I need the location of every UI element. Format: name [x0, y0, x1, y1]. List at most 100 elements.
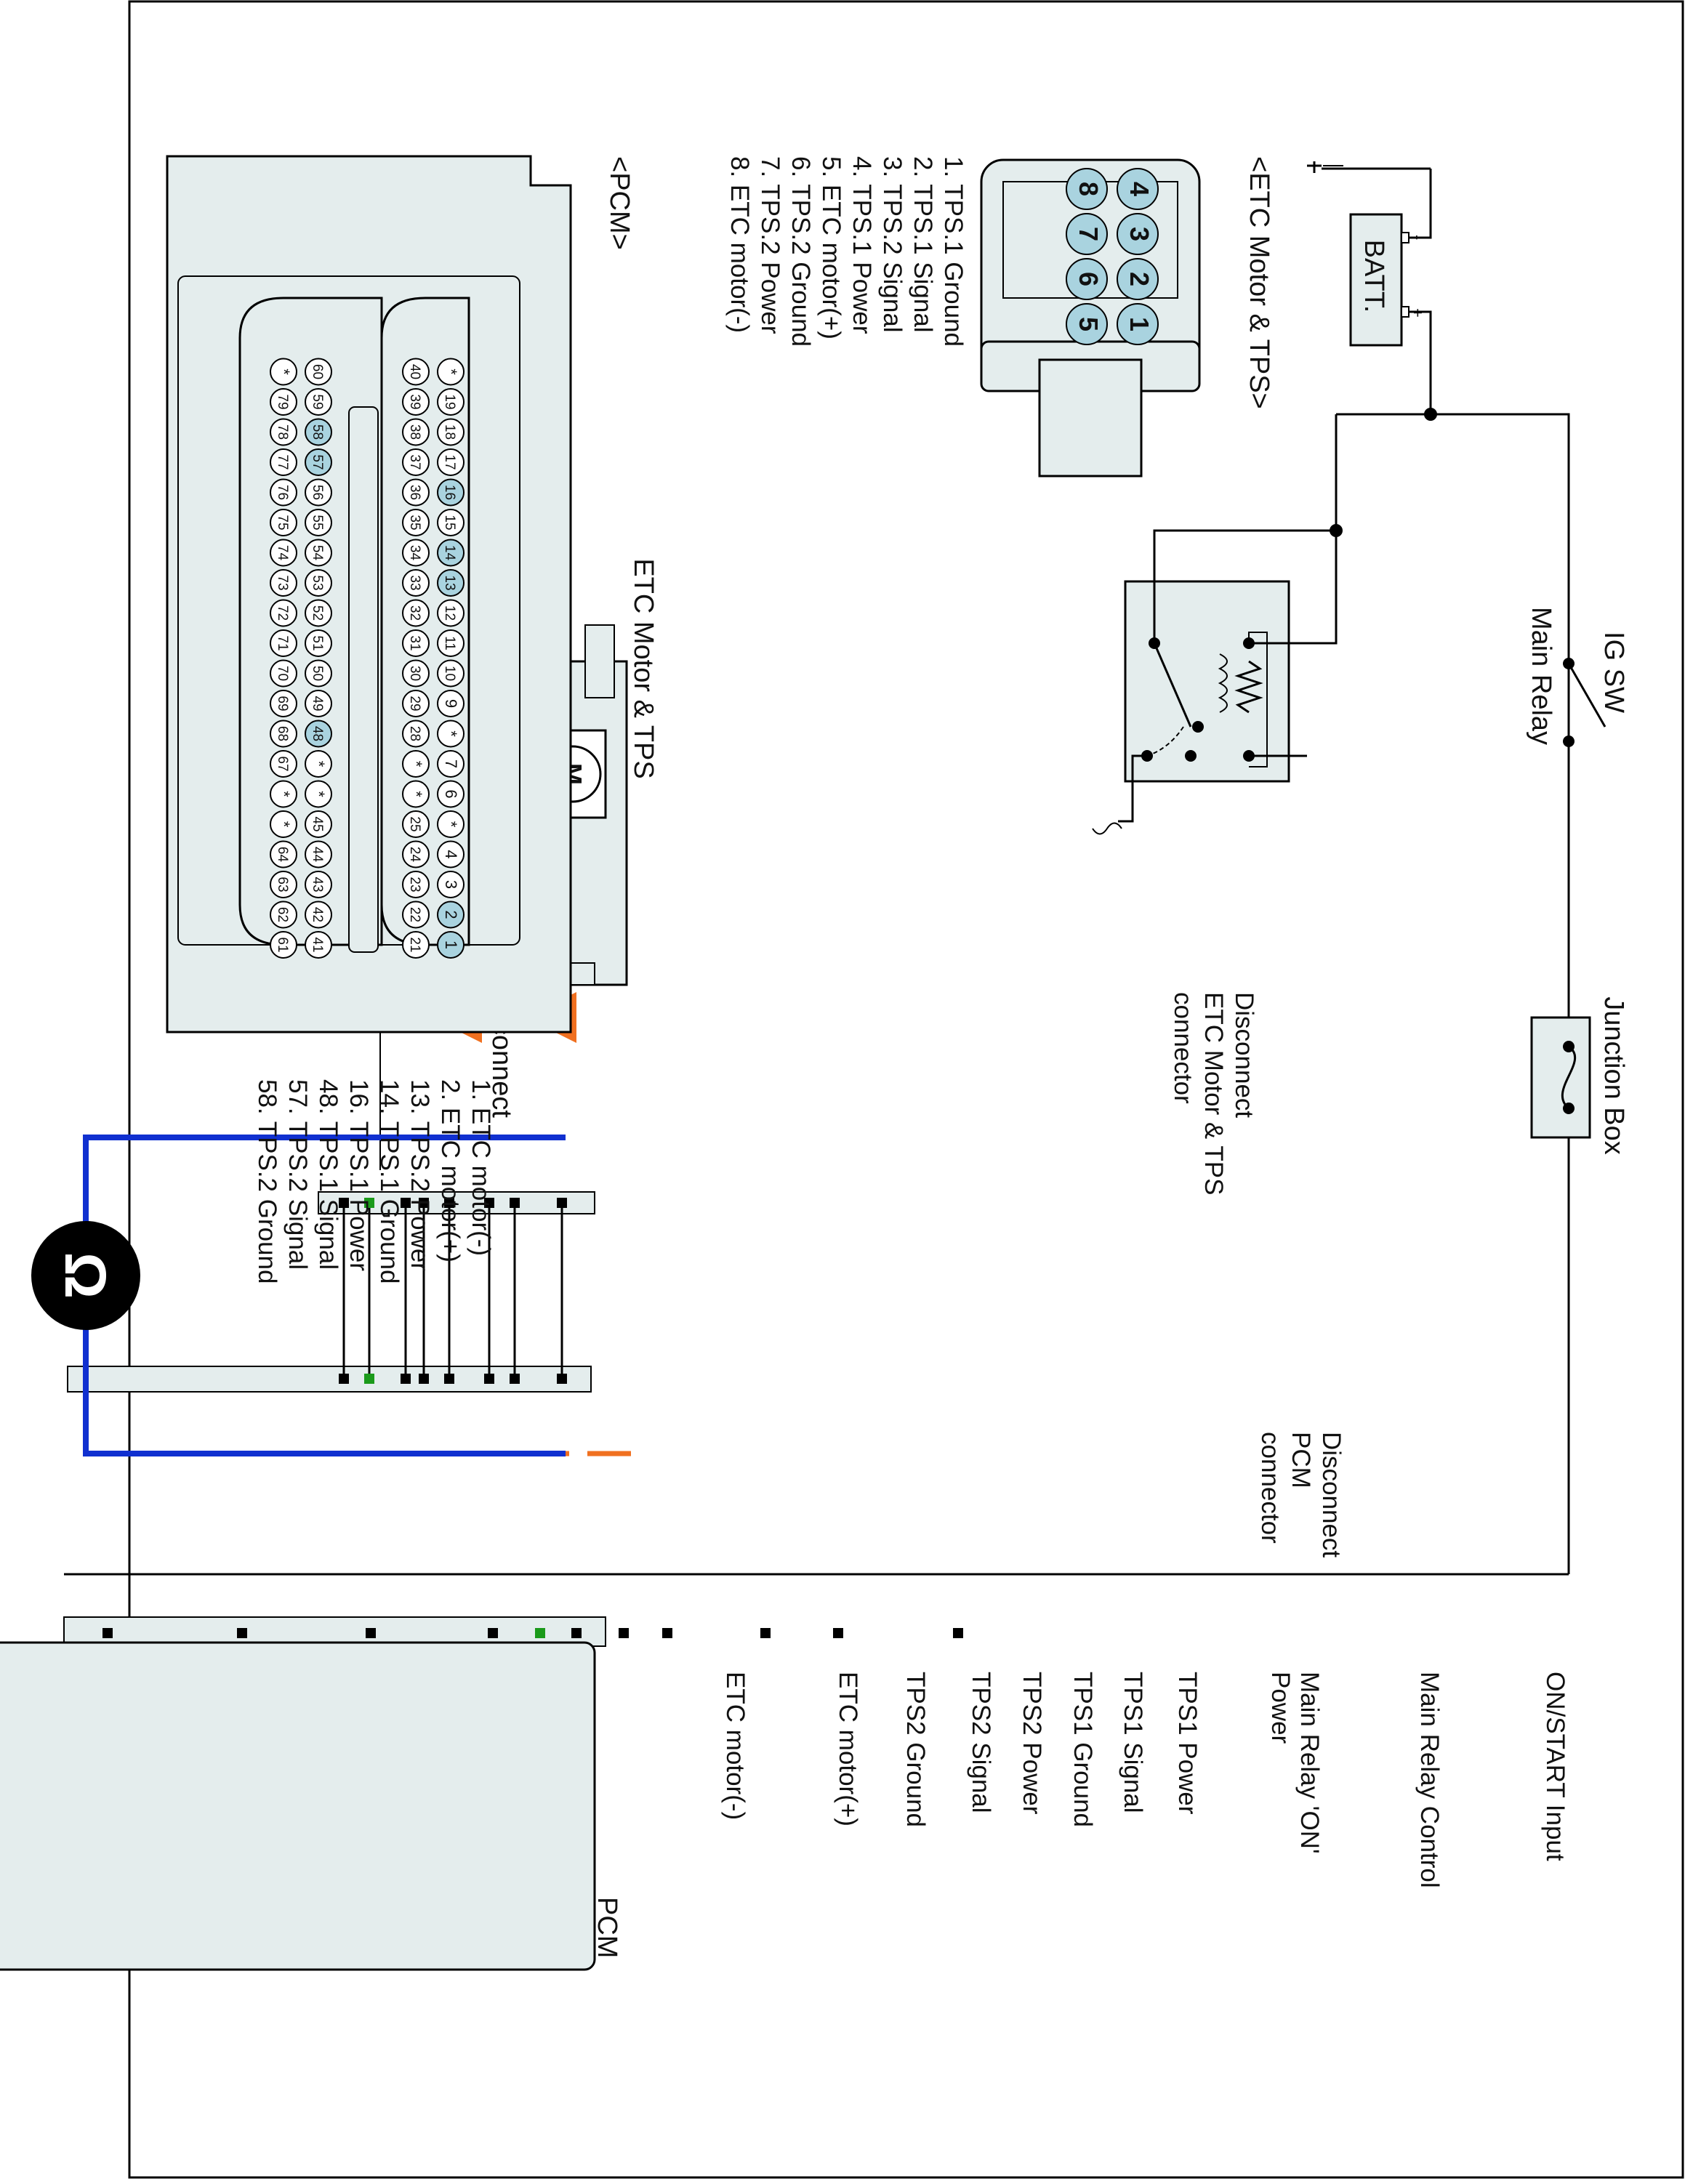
pcm-connector-pin-number: * — [442, 821, 460, 828]
main-relay-icon — [1124, 580, 1290, 783]
etc-connector-pin — [1066, 258, 1108, 300]
pcm-connector-pin — [270, 690, 297, 717]
pcm-connector-pin-number: 54 — [310, 545, 325, 561]
pcm-terminal — [488, 1628, 498, 1638]
pcm-connector-pin — [305, 871, 332, 898]
pcm-connector-pin-number: 48 — [310, 726, 325, 741]
connector-terminals — [102, 969, 963, 1638]
pcm-connector-pin-number: 13 — [442, 575, 457, 590]
etc-connector-pin — [1066, 213, 1108, 255]
pcm-connector-pin — [270, 780, 297, 808]
pcm-connector-pin-number: 69 — [275, 696, 290, 711]
pcm-connector-pin-number: * — [407, 761, 425, 767]
pcm-connector-pin — [402, 780, 430, 808]
pcm-connector-pin-number: 63 — [275, 877, 290, 892]
pcm-harness-terminal — [364, 1374, 374, 1384]
pcm-connector-pin — [437, 569, 465, 597]
pcm-connector-pin — [437, 599, 465, 627]
ohmmeter: Ω — [31, 1135, 566, 1456]
pcm-connector-pin — [305, 690, 332, 717]
pcm-connector-pin-number: * — [275, 791, 293, 797]
pcm-connector-pin — [270, 509, 297, 536]
disconnect-pcm-label: connector — [1256, 1432, 1284, 1544]
pcm-pin-list-item: 14. TPS.1 Ground — [375, 1079, 403, 1284]
etc-harness-terminal — [510, 1198, 520, 1208]
pcm-connector-pin-number: 44 — [310, 847, 325, 863]
etc-connector-pin-number: 2 — [1125, 272, 1154, 286]
pcm-connector-pin — [437, 539, 465, 567]
pcm-connector-pin-number: 59 — [310, 394, 325, 409]
pcm-connector-pin — [305, 388, 332, 416]
pcm-connector-pin-number: 73 — [275, 575, 290, 590]
pcm-connector-pin-number: 52 — [310, 605, 325, 621]
pcm-module: PCM — [0, 1641, 622, 1971]
pcm-harness-terminal — [510, 1374, 520, 1384]
etc-pin-list-item: 3. TPS.2 Signal — [878, 156, 906, 333]
pcm-connector-pin-number: 41 — [310, 937, 325, 952]
pcm-connector-pin-number: 19 — [442, 394, 457, 409]
pcm-connector-pin — [437, 388, 465, 416]
pcm-connector-pin-number: 34 — [407, 545, 422, 561]
pcm-signal-label: TPS2 Ground — [901, 1672, 930, 1827]
pcm-connector-pin-number: * — [310, 761, 328, 767]
pcm-connector-pin — [305, 448, 332, 476]
pcm-terminal — [662, 1628, 672, 1638]
pcm-connector-pin — [402, 388, 430, 416]
pcm-connector-pin — [437, 358, 465, 386]
etc-pin-list-item: 1. TPS.1 Ground — [939, 156, 968, 347]
pcm-connector-pin — [270, 539, 297, 567]
pcm-connector-pin — [437, 750, 465, 778]
pcm-connector-pin-number: 31 — [407, 635, 422, 650]
pcm-harness-terminal — [339, 1374, 349, 1384]
pcm-connector-pin-number: 12 — [442, 605, 457, 621]
pcm-connector-pin — [437, 448, 465, 476]
pcm-pin-list-item: 1. ETC motor(-) — [467, 1079, 495, 1256]
pcm-connector-pin — [402, 659, 430, 688]
pcm-connector-pin-number: 37 — [407, 454, 422, 470]
pcm-connector-pin — [305, 780, 332, 808]
etc-harness-connector — [318, 1191, 595, 1214]
etc-connector-pin — [1117, 168, 1159, 210]
etc-connector-pin — [1066, 303, 1108, 345]
ig-sw-label: IG SW — [1598, 632, 1629, 713]
pcm-connector-pin — [402, 900, 430, 929]
pcm-connector-pin — [402, 509, 430, 536]
pcm-connector-pin-number: 64 — [275, 847, 290, 863]
etc-pin-list-item: 7. TPS.2 Power — [756, 156, 784, 334]
pcm-connector-pin-number: 22 — [407, 907, 422, 922]
pcm-connector-title: <PCM> — [604, 156, 635, 250]
ohm-symbol: Ω — [53, 1252, 118, 1299]
etc-pin-list-item: 4. TPS.1 Power — [848, 156, 876, 334]
disconnect-etc-label: connector — [1169, 992, 1197, 1104]
power-supply-section: BATT. - + IG SW Junction Box — [64, 161, 1629, 1576]
etc-connector-title: <ETC Motor & TPS> — [1244, 156, 1274, 409]
disconnect-pcm-label: PCM — [1287, 1432, 1315, 1488]
pcm-terminal — [535, 1628, 545, 1638]
battery-label: BATT. — [1359, 240, 1389, 313]
pcm-signal-label: Main Relay Control — [1415, 1672, 1444, 1888]
pcm-connector-pin-number: 28 — [407, 726, 422, 741]
pcm-connector-pin-number: 15 — [442, 515, 457, 530]
pcm-connector-pin — [270, 358, 297, 386]
pcm-signal-label-line2: Power — [1266, 1672, 1295, 1744]
pcm-connector-pin-number: * — [442, 730, 460, 737]
pcm-connector-pin — [437, 840, 465, 869]
pcm-connector-pin — [402, 931, 430, 959]
pcm-connector-pin — [402, 840, 430, 869]
pcm-connector-pin-number: 10 — [442, 666, 457, 681]
pcm-connector-pin-number: 57 — [310, 454, 325, 470]
pcm-connector-pin-number: 70 — [275, 666, 290, 681]
etc-connector-pin-number: 4 — [1125, 182, 1154, 196]
pcm-connector-pin — [270, 478, 297, 507]
pcm-connector-pin — [305, 931, 332, 959]
fuse-icon — [1530, 1016, 1591, 1139]
etc-connector-pin-number: 6 — [1074, 272, 1103, 286]
etc-harness-terminal — [484, 1198, 494, 1208]
pcm-connector-pin — [437, 871, 465, 898]
pcm-connector-pin — [270, 900, 297, 929]
pcm-connector-pin — [402, 539, 430, 567]
pcm-connector-pin — [437, 629, 465, 657]
pcm-connector-pin — [402, 599, 430, 627]
pcm-connector-pin — [437, 810, 465, 838]
